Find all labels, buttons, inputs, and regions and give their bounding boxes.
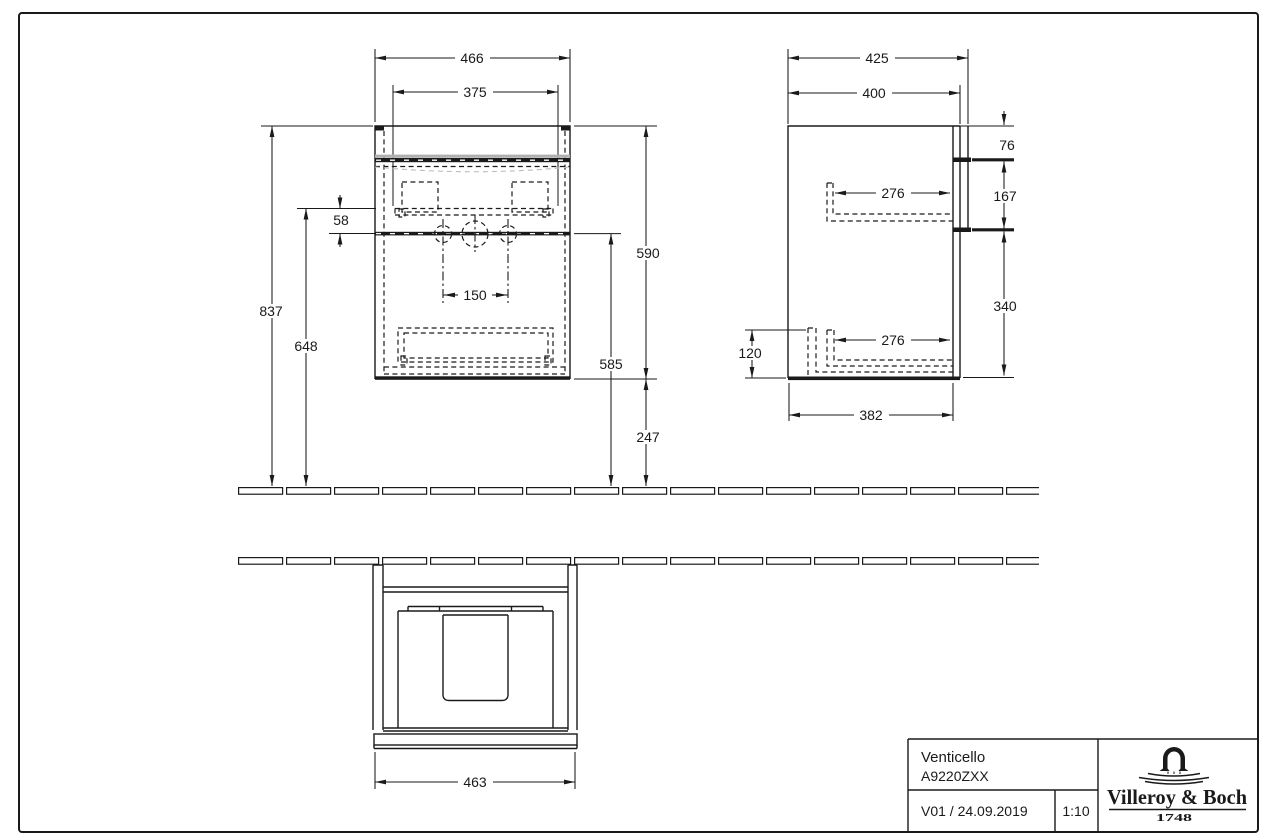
front-centerlines	[427, 215, 524, 303]
dim-side-lower-rail-height: 120	[738, 345, 762, 361]
dim-label-bg	[876, 333, 911, 347]
dim-front-cabinet-height: 590	[636, 245, 660, 261]
front-cabinet-outline	[374, 125, 571, 379]
dim-label-bg	[857, 86, 892, 100]
front-faucet-edge	[375, 231, 570, 236]
dim-label-bg	[458, 85, 493, 99]
dim-label-bg	[458, 775, 493, 789]
dim-label-bg	[455, 51, 490, 65]
side-wall-bracket-upper	[953, 157, 971, 162]
dim-side-bracket-to-bottom: 340	[993, 298, 1017, 314]
dim-label-bg	[630, 430, 665, 444]
title-block-grid	[907, 738, 1257, 831]
front-extension-lines	[261, 49, 657, 380]
brand-waves-icon	[1138, 772, 1210, 785]
dim-side-rail-depth-lower: 276	[881, 332, 905, 348]
front-bottom-edge	[375, 376, 570, 380]
dim-side-rail-depth-upper: 276	[881, 185, 905, 201]
brand-logo: Villeroy & Boch 1748	[1107, 747, 1247, 824]
tile-row-wall	[238, 557, 1039, 565]
front-corner-cap-left	[375, 126, 384, 131]
dim-side-bracket-spacing: 167	[993, 188, 1017, 204]
brand-arch-ticks	[1167, 771, 1181, 774]
side-bracket-extensions	[972, 158, 1014, 232]
dim-front-width-outer: 466	[460, 50, 484, 66]
page-border	[18, 12, 1259, 833]
front-hidden-lines	[375, 131, 570, 375]
front-basin-edge	[375, 158, 570, 163]
article-number: A9220ZXX	[921, 768, 989, 784]
title-block: Venticello A9220ZXX V01 / 24.09.2019 1:1…	[907, 738, 1257, 831]
front-inner-edges	[392, 85, 559, 206]
dim-label-bg	[854, 408, 889, 422]
dim-plan-width-front: 463	[463, 774, 487, 790]
dim-front-faucet-spacing: 150	[463, 287, 487, 303]
brand-founded: 1748	[1156, 812, 1193, 824]
dim-front-floor-clearance: 247	[636, 429, 660, 445]
dim-label-bg	[733, 346, 767, 360]
dim-front-total-height: 837	[259, 303, 283, 319]
dim-front-width-inner: 375	[463, 84, 487, 100]
side-view: 425 400 76 167 340 276 276 120 382	[733, 49, 1023, 423]
dim-front-faucet-height: 585	[599, 356, 623, 372]
product-name: Venticello	[921, 749, 985, 766]
dim-label-bg	[458, 288, 492, 302]
plan-front-panel	[373, 733, 578, 746]
dim-side-depth-body: 400	[862, 85, 886, 101]
brand-arch-icon	[1159, 747, 1189, 771]
dim-label-bg	[289, 339, 324, 353]
plan-view: 463	[372, 564, 578, 790]
dim-side-top-to-bracket: 76	[999, 137, 1015, 153]
dim-label-bg	[594, 357, 629, 371]
front-view: 466 375 58 150 590 585 247 837 648	[254, 49, 665, 486]
dim-side-depth-bottom: 382	[859, 407, 883, 423]
side-cabinet-outline	[787, 125, 969, 378]
side-hidden-rails	[807, 182, 953, 376]
front-corner-cap-right	[561, 126, 570, 131]
wall-tile-band	[238, 557, 1039, 565]
dim-front-rim-height: 648	[294, 338, 318, 354]
side-bottom-edge	[788, 376, 960, 381]
dim-label-bg	[988, 299, 1023, 313]
side-wall-bracket-lower	[953, 227, 971, 232]
drawing-scale: 1:10	[1062, 803, 1089, 819]
dim-label-bg	[988, 189, 1023, 203]
brand-name: Villeroy & Boch	[1107, 785, 1247, 809]
side-extension-lines	[745, 49, 1014, 421]
dim-label-bg	[254, 304, 289, 318]
plan-outline	[372, 564, 578, 750]
front-basin-sag	[374, 166, 571, 173]
dim-side-depth-total: 425	[865, 50, 889, 66]
front-basin-shade	[375, 154, 570, 158]
tile-row-floor	[238, 487, 1039, 495]
revision-date: V01 / 24.09.2019	[921, 803, 1028, 819]
dim-label-bg	[876, 186, 911, 200]
dim-label-bg	[860, 51, 895, 65]
dim-label-bg	[630, 246, 665, 260]
floor-tile-band	[238, 487, 1039, 495]
dim-label-bg	[328, 213, 354, 227]
dim-front-basin-drop: 58	[333, 212, 349, 228]
